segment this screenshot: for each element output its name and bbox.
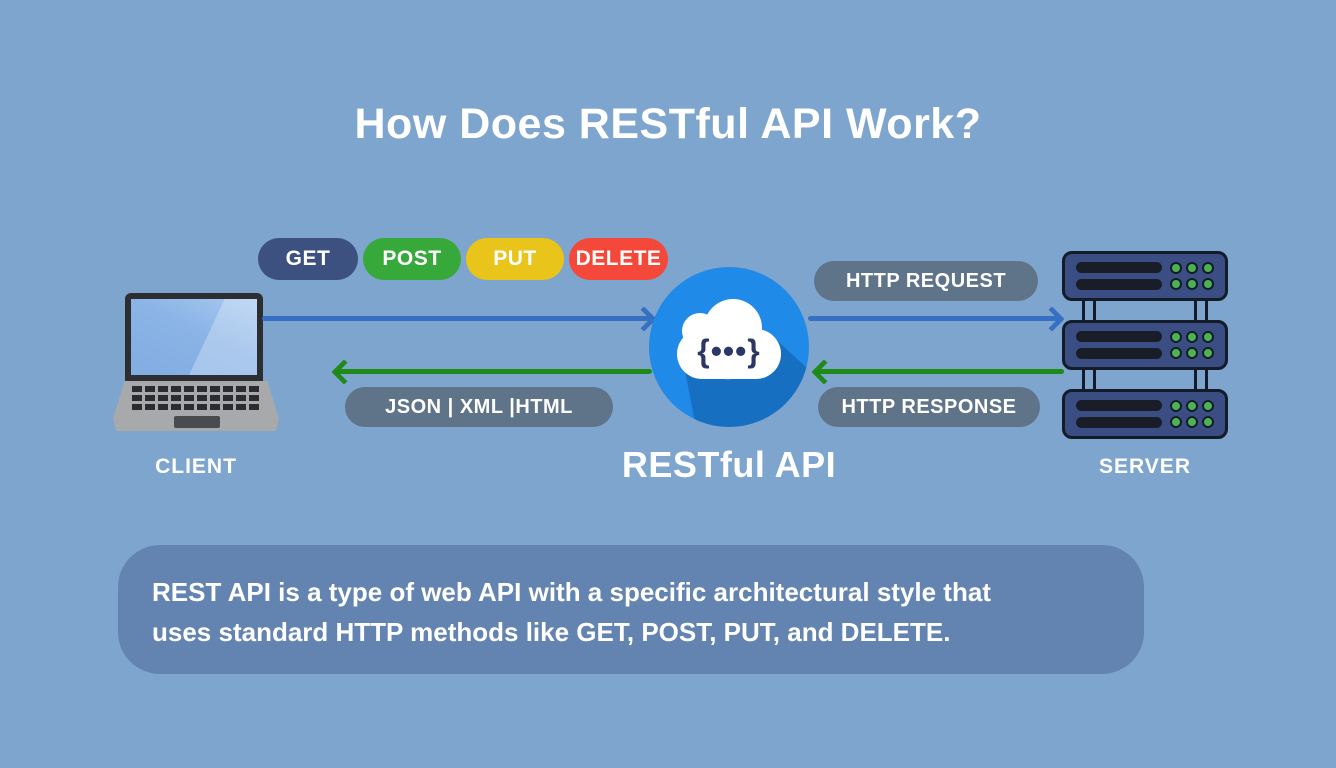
led-icon bbox=[1186, 400, 1198, 412]
client-label: CLIENT bbox=[155, 455, 237, 478]
drive-slot bbox=[1076, 331, 1162, 342]
server-rack-unit bbox=[1062, 320, 1228, 370]
server-label: SERVER bbox=[1099, 455, 1191, 478]
led-icon bbox=[1202, 331, 1214, 343]
request-arrow-client-to-api bbox=[262, 316, 650, 321]
laptop-base bbox=[113, 381, 279, 431]
drive-slot bbox=[1076, 279, 1162, 290]
method-badge-delete: DELETE bbox=[569, 238, 668, 280]
cloud-api-icon: {•••} bbox=[677, 299, 781, 379]
led-icon bbox=[1170, 262, 1182, 274]
rack-connector bbox=[1194, 297, 1208, 321]
led-icon bbox=[1170, 278, 1182, 290]
drive-slot bbox=[1076, 400, 1162, 411]
server-rack-unit bbox=[1062, 389, 1228, 439]
api-label: RESTful API bbox=[621, 444, 837, 485]
response-arrow-api-to-client bbox=[338, 369, 652, 374]
status-led-grid bbox=[1170, 262, 1214, 290]
request-arrow-api-to-server bbox=[808, 316, 1058, 321]
laptop-screen bbox=[125, 293, 263, 381]
description-line-2: uses standard HTTP methods like GET, POS… bbox=[152, 617, 951, 647]
laptop-icon bbox=[113, 293, 279, 443]
status-led-grid bbox=[1170, 400, 1214, 428]
page-title: How Does RESTful API Work? bbox=[354, 100, 982, 148]
http-request-pill: HTTP REQUEST bbox=[814, 261, 1038, 301]
led-icon bbox=[1170, 400, 1182, 412]
method-badge-post: POST bbox=[363, 238, 461, 280]
server-icon bbox=[1062, 251, 1228, 441]
led-icon bbox=[1202, 400, 1214, 412]
led-icon bbox=[1186, 262, 1198, 274]
status-led-grid bbox=[1170, 331, 1214, 359]
method-badge-get: GET bbox=[258, 238, 358, 280]
led-icon bbox=[1170, 347, 1182, 359]
http-response-pill: HTTP RESPONSE bbox=[818, 387, 1040, 427]
led-icon bbox=[1170, 331, 1182, 343]
led-icon bbox=[1170, 416, 1182, 428]
description-line-1: REST API is a type of web API with a spe… bbox=[152, 577, 991, 607]
rack-connector bbox=[1194, 366, 1208, 390]
rack-connector bbox=[1082, 297, 1096, 321]
led-icon bbox=[1186, 331, 1198, 343]
restful-api-node: {•••} bbox=[649, 267, 809, 427]
server-rack-unit bbox=[1062, 251, 1228, 301]
drive-slot bbox=[1076, 262, 1162, 273]
led-icon bbox=[1202, 262, 1214, 274]
led-icon bbox=[1186, 278, 1198, 290]
led-icon bbox=[1202, 278, 1214, 290]
led-icon bbox=[1186, 347, 1198, 359]
led-icon bbox=[1202, 347, 1214, 359]
description-box: REST API is a type of web API with a spe… bbox=[118, 545, 1144, 674]
led-icon bbox=[1202, 416, 1214, 428]
data-formats-pill: JSON | XML |HTML bbox=[345, 387, 613, 427]
http-methods-row: GET POST PUT DELETE bbox=[258, 238, 668, 280]
laptop-trackpad bbox=[174, 416, 220, 428]
response-arrow-server-to-api bbox=[818, 369, 1064, 374]
led-icon bbox=[1186, 416, 1198, 428]
code-braces-icon: {•••} bbox=[697, 333, 761, 369]
drive-slot bbox=[1076, 348, 1162, 359]
laptop-keyboard bbox=[132, 386, 260, 413]
method-badge-put: PUT bbox=[466, 238, 564, 280]
rack-connector bbox=[1082, 366, 1096, 390]
drive-slot bbox=[1076, 417, 1162, 428]
